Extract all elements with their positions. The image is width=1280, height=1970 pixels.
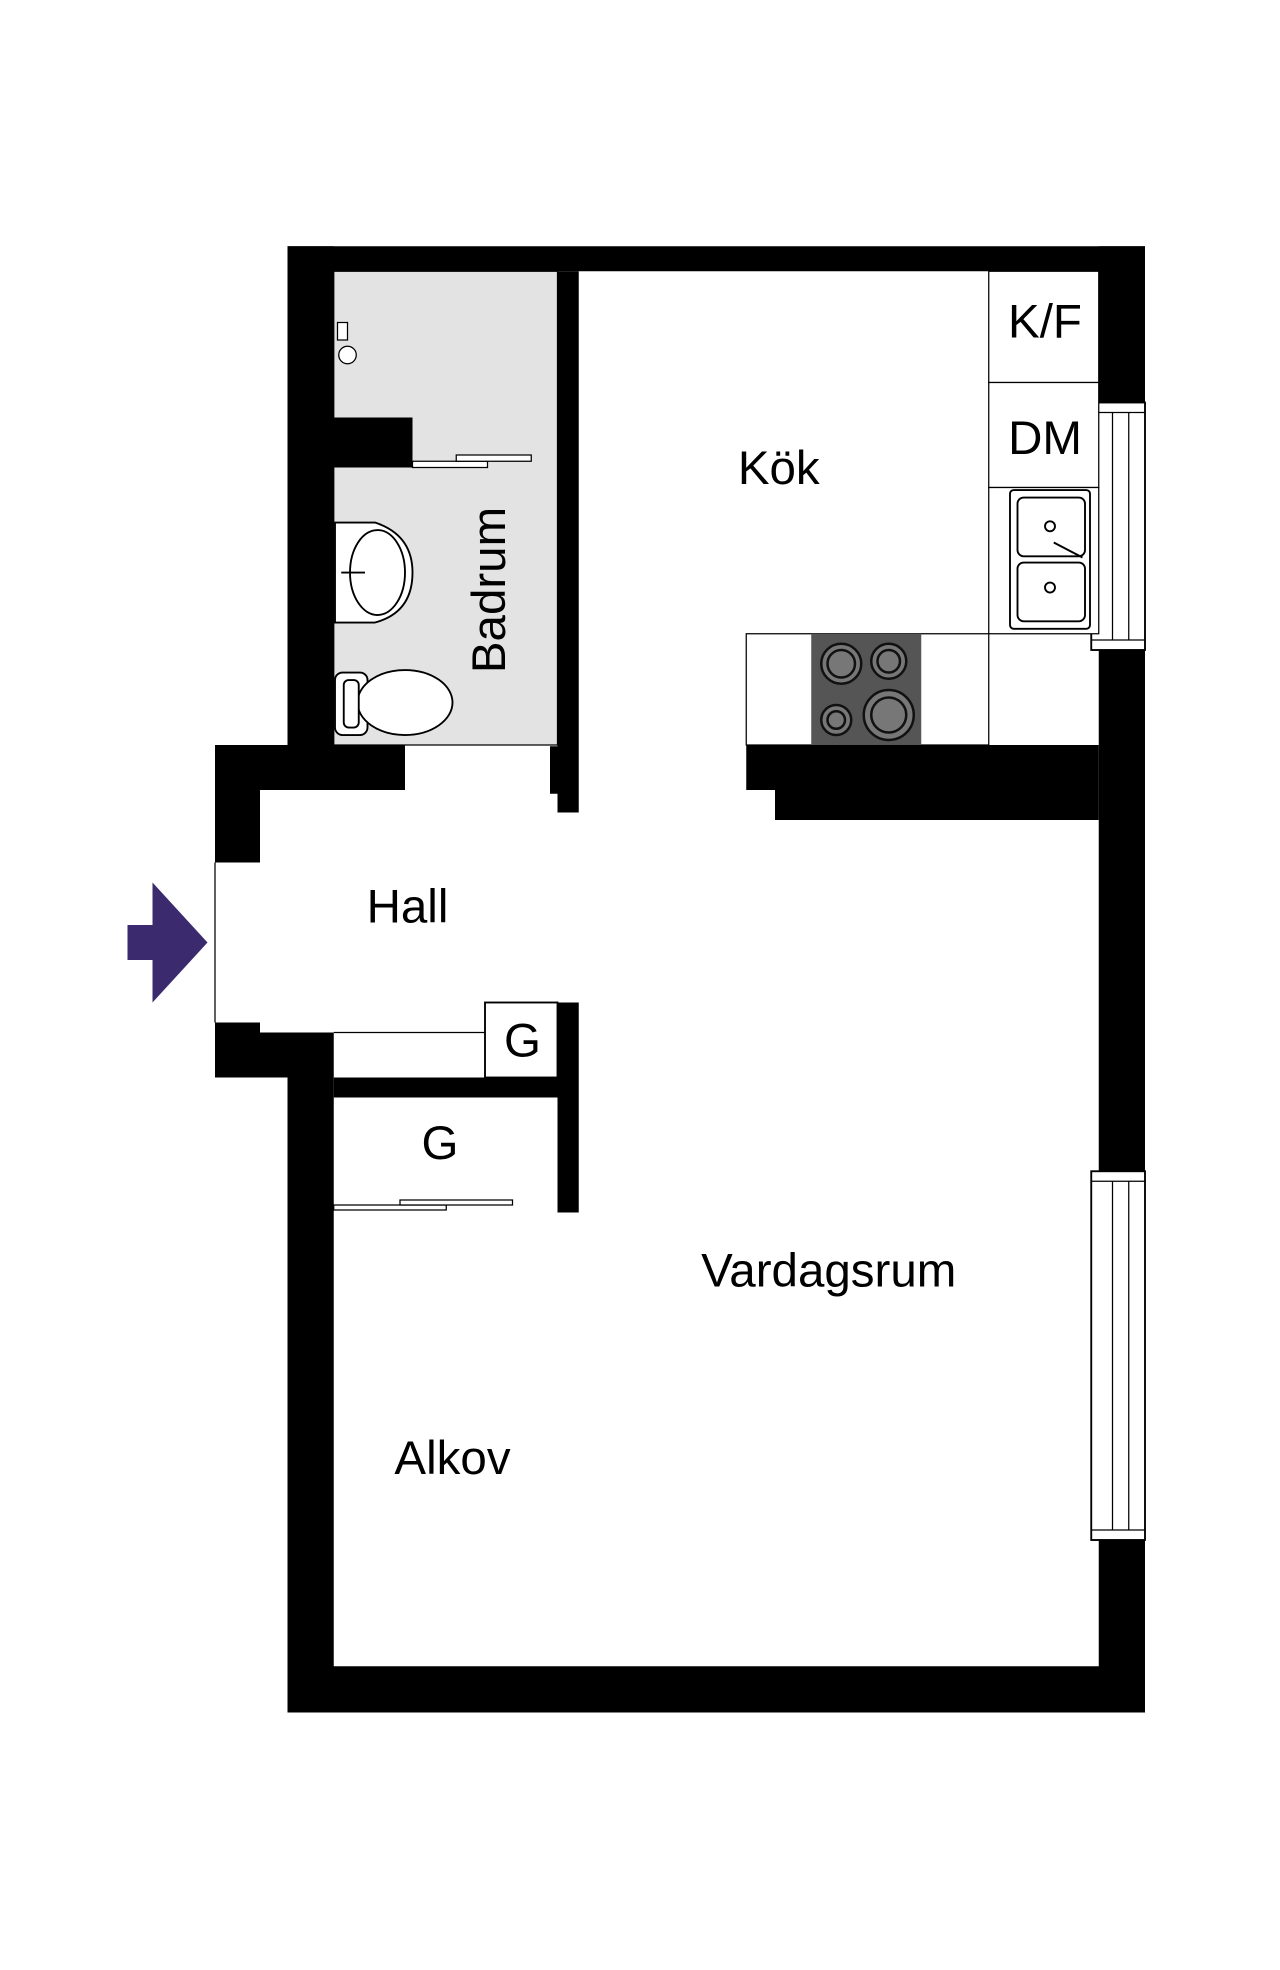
label-closet-hall: G: [504, 1014, 541, 1067]
sink-icon: [334, 521, 414, 624]
label-alcove: Alkov: [394, 1432, 510, 1485]
window-kitchen: [1090, 401, 1146, 651]
bathroom-floor: [333, 270, 559, 746]
label-living-room: Vardagsrum: [701, 1244, 956, 1297]
label-kitchen: Kök: [738, 442, 820, 495]
label-fridge-freezer: K/F: [1008, 296, 1082, 349]
closet-hall-box: [484, 1001, 559, 1079]
label-hall: Hall: [367, 881, 449, 934]
label-dishwasher: DM: [1008, 412, 1082, 465]
toilet-icon: [334, 669, 454, 736]
label-bathroom: Badrum: [463, 507, 516, 673]
shower-icon: [336, 321, 357, 365]
stove-icon: [811, 633, 922, 745]
walls: [215, 246, 1145, 1713]
window-living-room: [1090, 1170, 1146, 1541]
entrance-arrow-icon: [127, 882, 208, 1003]
kitchen-sink-icon: [1009, 489, 1091, 630]
sliding-door-bathroom: [411, 454, 532, 469]
label-closet-alcove: G: [422, 1117, 459, 1170]
sliding-door-closet: [333, 1199, 514, 1211]
